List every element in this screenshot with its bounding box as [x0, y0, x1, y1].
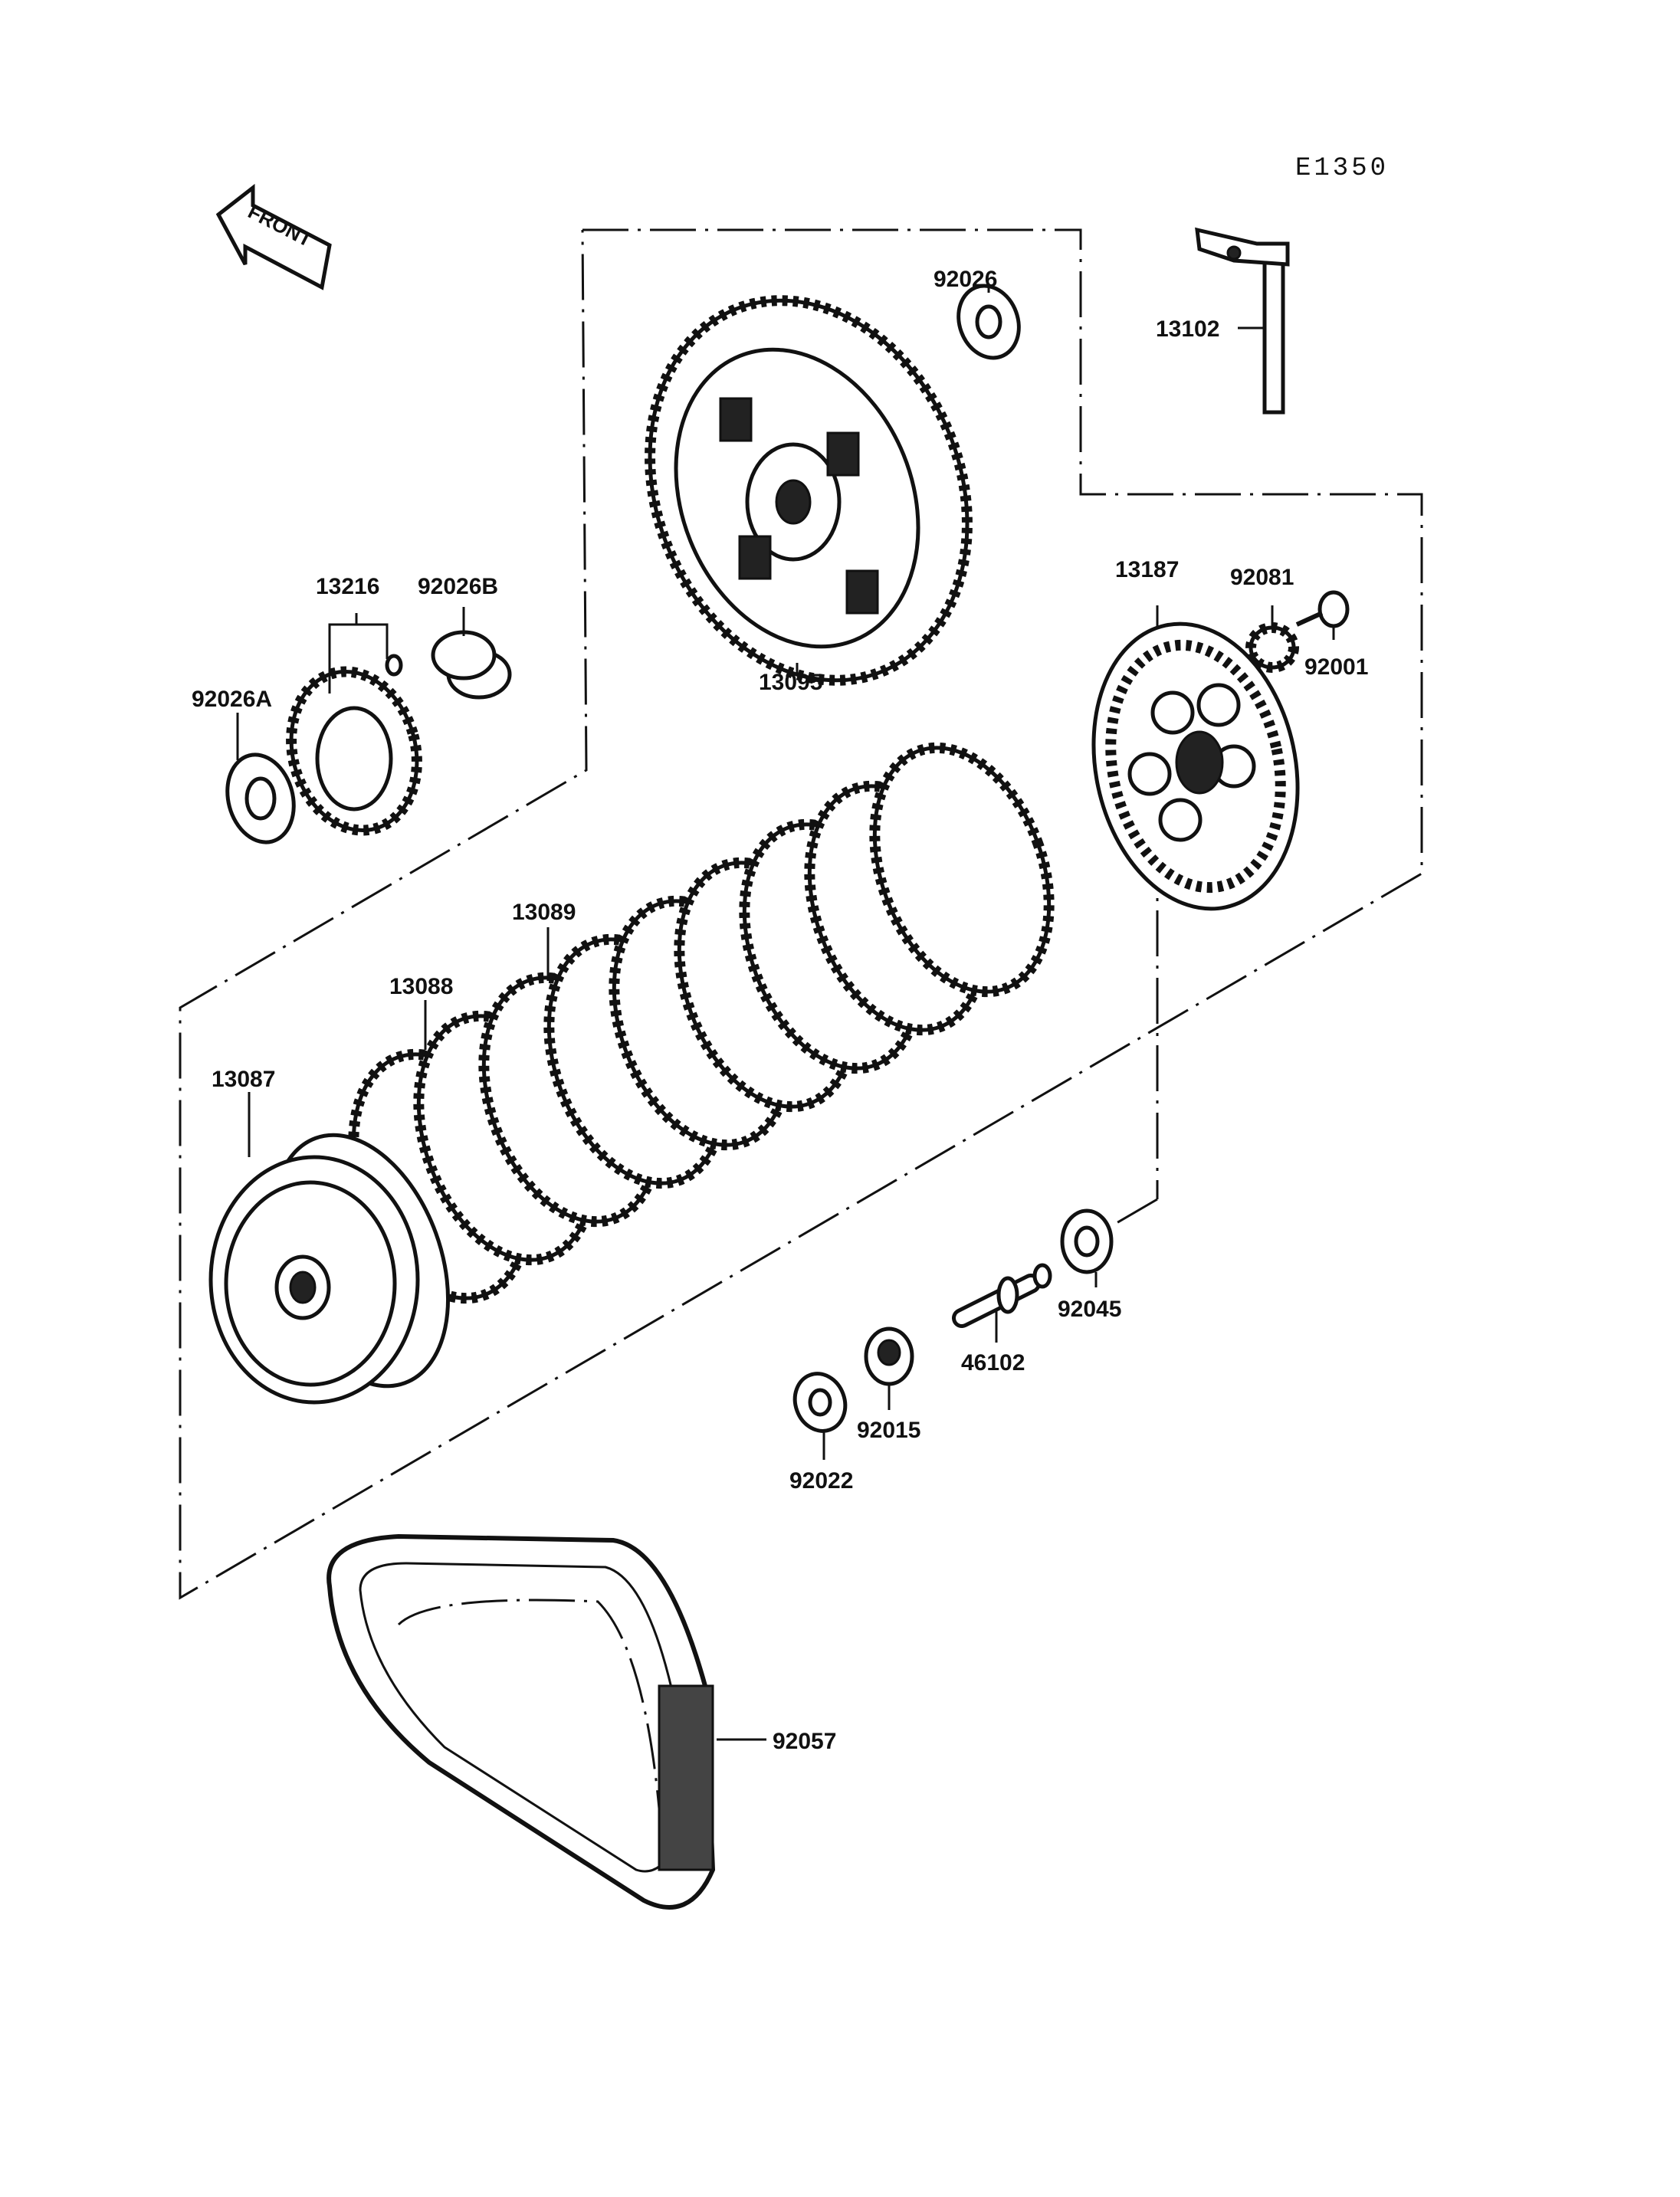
pressure-plate: [1091, 621, 1300, 911]
thrust-washer: [956, 284, 1021, 360]
gear-bushing: [431, 630, 512, 700]
label-13087: 13087: [212, 1067, 275, 1092]
guide-line-bearing: [1111, 1198, 1158, 1228]
label-92026A: 92026A: [192, 687, 272, 712]
push-rod: [952, 1263, 1052, 1328]
label-13216: 13216: [316, 574, 379, 599]
gear-washer: [225, 753, 296, 844]
label-92081: 92081: [1230, 565, 1294, 590]
label-46102: 46102: [961, 1350, 1025, 1376]
primary-gear: [286, 654, 422, 836]
front-arrow-icon: FRONT: [215, 183, 332, 290]
label-92015: 92015: [857, 1418, 920, 1443]
label-92057: 92057: [773, 1729, 836, 1754]
label-13089: 13089: [512, 900, 576, 925]
label-92026: 92026: [934, 267, 997, 292]
leader-13216: [328, 623, 389, 694]
label-92022: 92022: [789, 1468, 853, 1494]
label-92045: 92045: [1058, 1297, 1121, 1322]
label-13095: 13095: [759, 670, 822, 695]
label-13187: 13187: [1115, 557, 1179, 582]
label-92026B: 92026B: [418, 574, 498, 599]
primary-chain: [326, 1533, 716, 1910]
reference-code: E1350: [1295, 154, 1389, 183]
clutch-hub: [208, 1133, 451, 1405]
label-13102: 13102: [1156, 316, 1219, 342]
hub-washer: [792, 1372, 848, 1433]
spring-bolt: [1295, 590, 1350, 628]
release-bearing: [1060, 1208, 1114, 1274]
clutch-housing: [645, 295, 973, 686]
hub-nut: [864, 1326, 914, 1386]
clutch-spring: [1245, 622, 1299, 673]
friction-and-steel-plates: [348, 742, 1055, 1304]
label-13088: 13088: [389, 974, 453, 999]
label-92001: 92001: [1304, 654, 1368, 680]
release-shaft: [1195, 227, 1290, 415]
